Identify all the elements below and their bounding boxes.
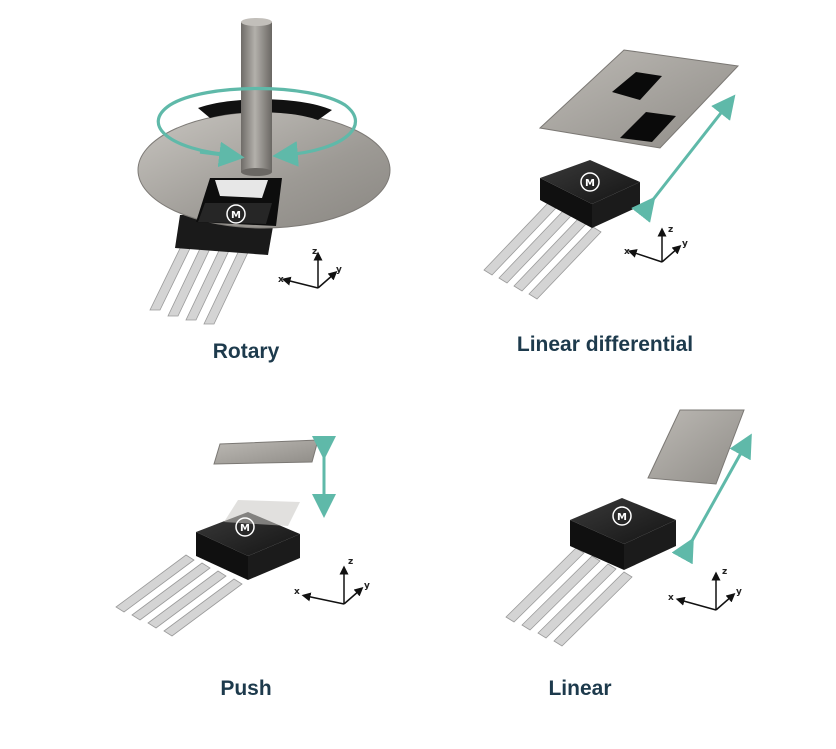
axis-triad-rotary: z x y (278, 247, 342, 289)
axis-triad-linear: z x y (668, 567, 742, 611)
chip-logo-icon (226, 204, 246, 224)
svg-text:M: M (617, 512, 627, 523)
svg-text:M: M (231, 210, 241, 221)
label-linear: Linear (548, 677, 612, 700)
svg-text:z: z (348, 557, 353, 567)
chip-pins (483, 202, 602, 300)
label-linear-differential: Linear differential (516, 333, 694, 356)
push-illustration: M (115, 436, 336, 637)
axis-triad-push: z x y (294, 557, 370, 605)
svg-text:z: z (312, 247, 317, 257)
linear-motion-arrow-icon (671, 433, 752, 565)
plate-window-1 (612, 72, 662, 100)
label-rotary: Rotary (212, 340, 280, 363)
axis-triad-linear-differential: z x y (624, 225, 688, 263)
chip-logo-icon (612, 506, 632, 526)
svg-text:M: M (240, 523, 250, 534)
linear-illustration: M (505, 409, 752, 647)
svg-text:y: y (336, 265, 342, 275)
rotating-shaft (241, 22, 272, 172)
chip-body (570, 498, 676, 544)
chip-pins (115, 554, 243, 637)
chip-body (540, 160, 640, 204)
target-plate (213, 439, 319, 465)
rotation-arrow-icon (156, 86, 358, 167)
svg-text:x: x (668, 593, 674, 603)
svg-text:x: x (278, 275, 284, 285)
rotary-illustration: M (137, 18, 391, 325)
svg-text:y: y (364, 581, 370, 591)
label-push: Push (220, 677, 272, 700)
linear-motion-arrow-icon (631, 94, 736, 223)
pressed-plate (224, 500, 300, 526)
svg-text:M: M (585, 178, 595, 189)
chip-pins (505, 547, 633, 647)
svg-text:z: z (722, 567, 727, 577)
svg-text:y: y (736, 587, 742, 597)
svg-text:x: x (294, 587, 300, 597)
linear-differential-illustration: M (483, 49, 740, 300)
svg-text:y: y (682, 239, 688, 249)
svg-text:z: z (668, 225, 673, 235)
chip-logo-icon (580, 172, 600, 192)
svg-text:x: x (624, 247, 630, 257)
chip-logo-icon (235, 517, 255, 537)
